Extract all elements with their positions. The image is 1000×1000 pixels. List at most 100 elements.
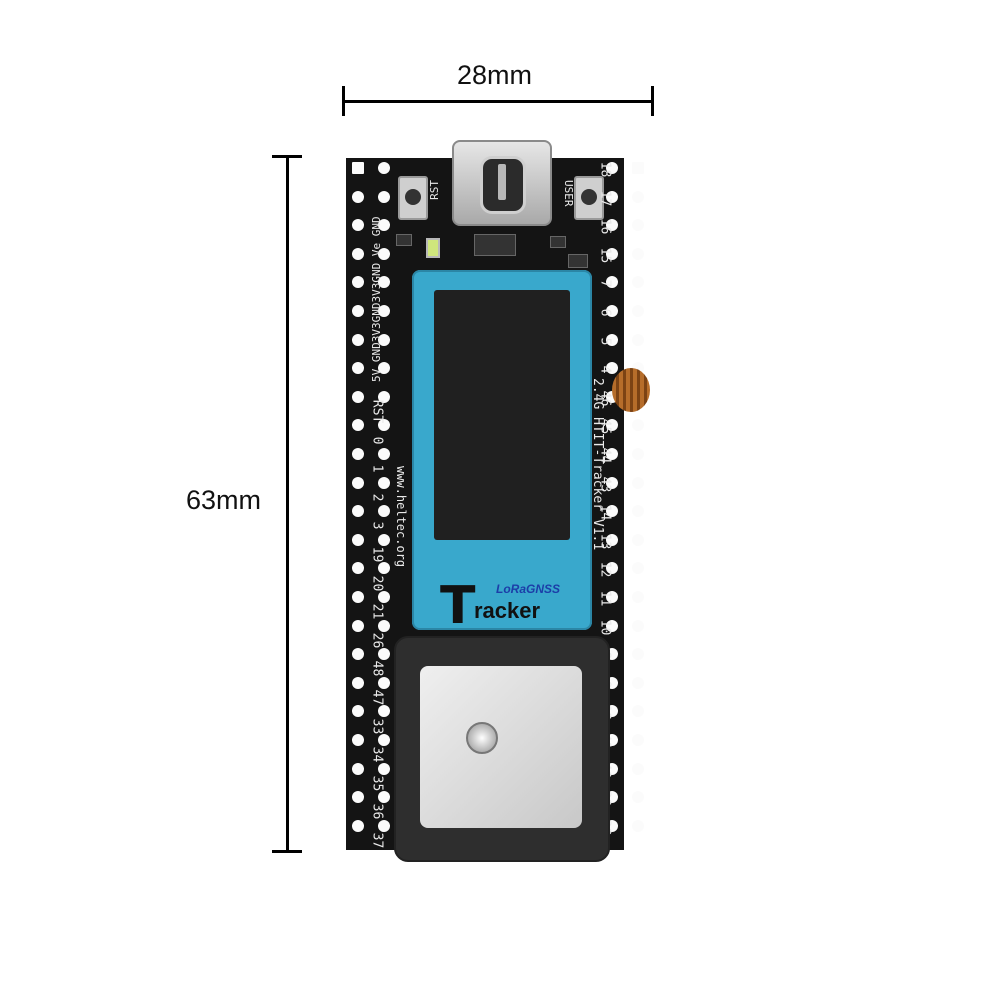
- header-pad: [378, 390, 390, 403]
- left-pin-number: 3: [369, 521, 385, 530]
- right-pin-number: 46: [597, 390, 613, 407]
- usb-c-connector: [452, 140, 552, 226]
- header-pad: [632, 819, 644, 832]
- header-pad: [378, 791, 390, 804]
- header-pad: [352, 390, 364, 403]
- header-pad: [378, 591, 390, 603]
- height-dimension-line: [286, 157, 289, 852]
- button-cap-icon: [405, 189, 421, 205]
- header-pad: [632, 505, 644, 518]
- user-button[interactable]: [574, 176, 604, 220]
- lcd-screen: [434, 290, 570, 540]
- header-pad: [352, 276, 364, 289]
- right-pin-number: 15: [597, 247, 613, 264]
- status-led: [426, 238, 440, 258]
- left-pin-number: 37: [369, 832, 385, 849]
- header-pad: [352, 305, 364, 317]
- header-pad: [632, 762, 644, 775]
- left-pin-number: 21: [369, 603, 385, 620]
- header-pad: [352, 219, 364, 232]
- header-pad: [352, 819, 364, 832]
- right-pin-number: 43: [597, 476, 613, 492]
- header-pad: [352, 448, 364, 460]
- header-pad: [378, 676, 390, 689]
- header-pad: [378, 562, 390, 575]
- right-pin-number: 16: [597, 218, 613, 235]
- header-pad: [352, 562, 364, 575]
- header-pad: [632, 448, 644, 460]
- smd-component: [550, 236, 566, 248]
- header-pad: [378, 734, 390, 746]
- header-pad: [352, 619, 364, 632]
- header-pad: [606, 190, 618, 203]
- header-pad: [378, 619, 390, 632]
- right-pin-number: 5: [597, 337, 613, 345]
- width-dimension-line: [344, 100, 652, 103]
- header-pad: [378, 333, 390, 346]
- logo-sub-text: LoRaGNSS: [496, 582, 561, 596]
- right-pin-number: 7: [597, 279, 613, 288]
- header-pad: [378, 162, 390, 174]
- header-pad: [378, 505, 390, 518]
- header-pad: [606, 276, 618, 289]
- header-pad: [352, 591, 364, 603]
- left-pin-number: 48: [369, 661, 385, 677]
- left-pin-number: 0: [369, 436, 385, 444]
- tft-display-module: T LoRaGNSS racker: [412, 270, 592, 636]
- height-dimension-cap-top: [272, 155, 302, 158]
- header-pad: [378, 533, 390, 546]
- usb-c-tongue: [498, 164, 506, 200]
- header-pad: [632, 419, 644, 432]
- header-pad: [378, 419, 390, 432]
- header-pad: [352, 333, 364, 346]
- header-pad: [352, 476, 364, 489]
- header-pad: [606, 219, 618, 232]
- rst-button[interactable]: [398, 176, 428, 220]
- header-pad: [352, 190, 364, 203]
- right-pin-number: 11: [597, 590, 613, 607]
- header-pad: [352, 505, 364, 518]
- right-pin-number: 17: [597, 190, 613, 206]
- right-pin-number: 13: [597, 533, 613, 550]
- header-pad: [606, 362, 618, 375]
- gps-antenna-module: [394, 636, 610, 862]
- header-pad: [378, 276, 390, 289]
- right-pin-number: 14: [597, 504, 613, 521]
- header-pad: [632, 676, 644, 689]
- header-pad: [606, 448, 618, 460]
- header-pad: [378, 219, 390, 232]
- header-pad: [352, 791, 364, 804]
- left-pin-number: 34: [369, 746, 385, 763]
- model-silkscreen: 2.4G HTIT-Tracker V1.1: [590, 378, 605, 551]
- header-pad: [632, 562, 644, 575]
- header-pad: [352, 676, 364, 689]
- header-pad: [352, 247, 364, 260]
- header-pad: [352, 734, 364, 746]
- header-pad: [606, 162, 618, 174]
- header-pad: [352, 419, 364, 432]
- header-pad: [606, 476, 618, 489]
- header-pad: [378, 705, 390, 718]
- header-pad: [606, 619, 618, 632]
- header-pad: [378, 305, 390, 317]
- user-silk-label: USER: [562, 180, 575, 207]
- right-pin-number: 6: [597, 308, 613, 317]
- header-pad: [606, 419, 618, 432]
- left-pin-number: 33: [369, 718, 385, 734]
- header-pad: [352, 648, 364, 661]
- width-dimension-cap-right: [651, 86, 654, 116]
- right-pin-number: 44: [597, 447, 613, 464]
- header-pad: [378, 448, 390, 460]
- header-pad: [632, 219, 644, 232]
- header-pad: [606, 305, 618, 317]
- header-pad: [352, 705, 364, 718]
- gps-ceramic-patch: [420, 666, 582, 828]
- left-pin-number: 20: [369, 575, 385, 591]
- width-dimension-label: 28mm: [457, 60, 533, 90]
- right-pin-number: 12: [597, 562, 613, 578]
- header-pad: [632, 619, 644, 632]
- logo-letter: T: [440, 576, 476, 636]
- header-pad: [632, 705, 644, 718]
- rst-silk-label: RST: [428, 180, 441, 200]
- left-pin-number: 35: [369, 775, 385, 792]
